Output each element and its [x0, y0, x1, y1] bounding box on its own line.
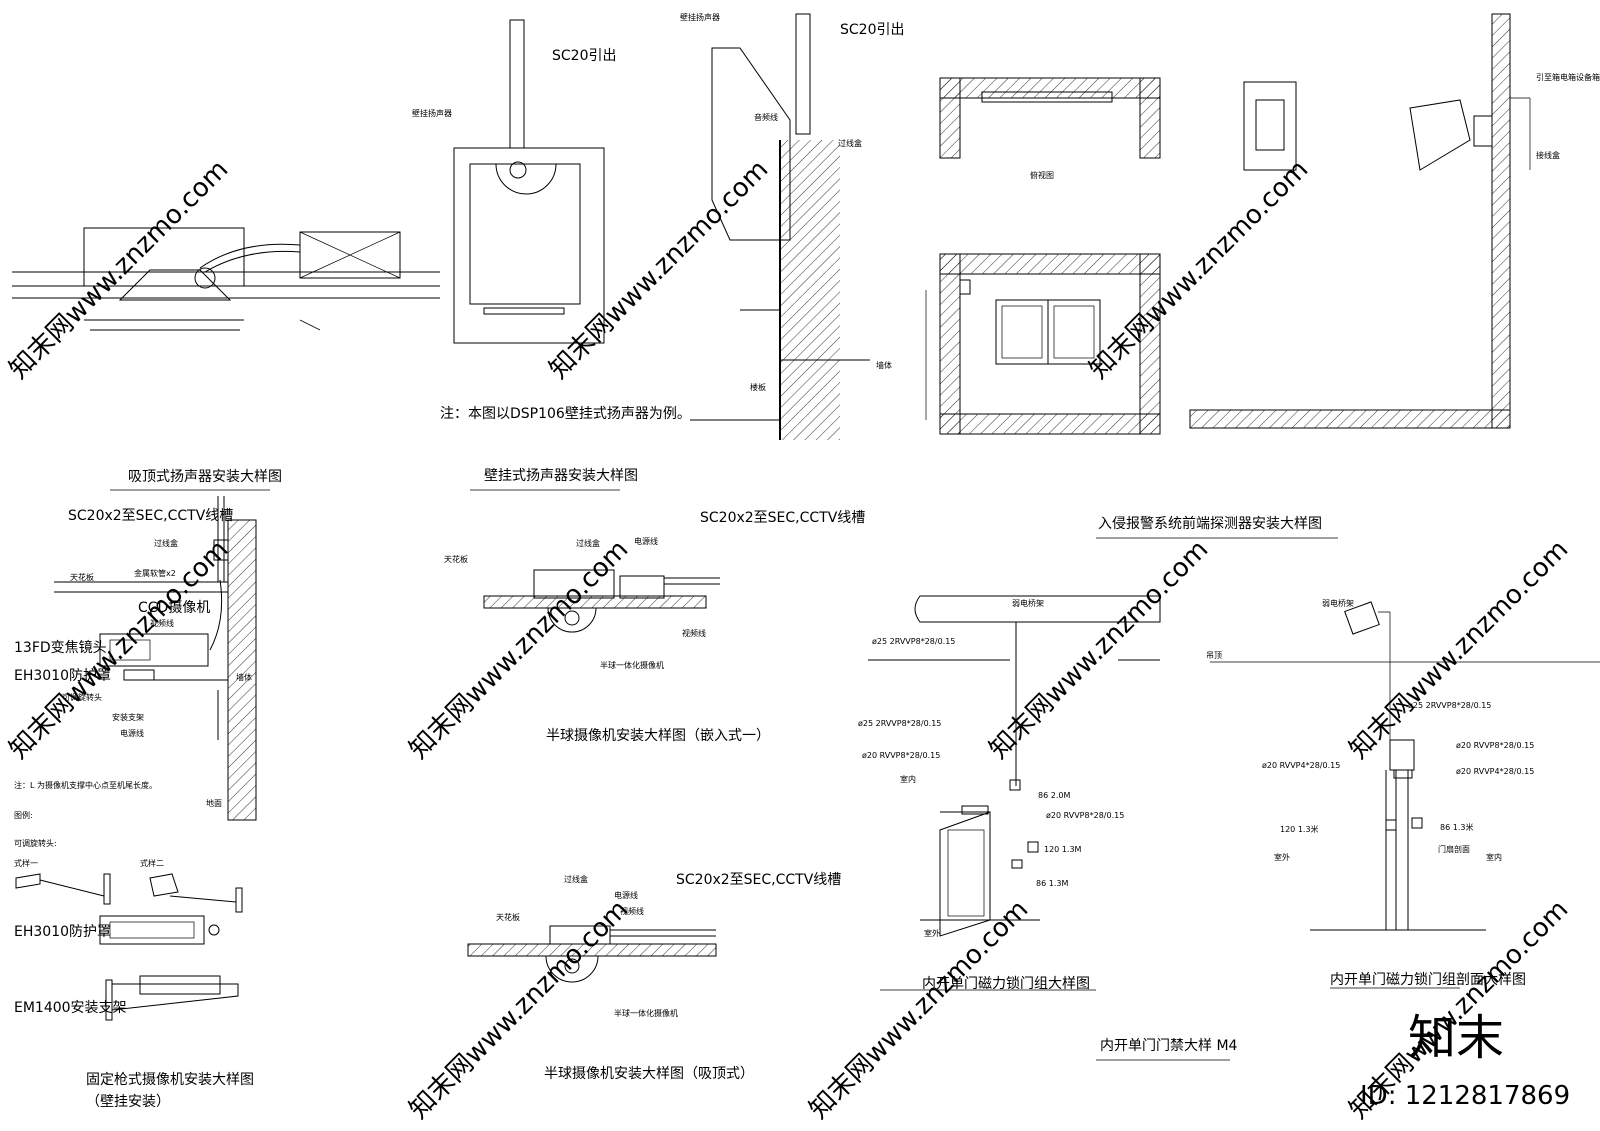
label-eh3010: EH3010防护罩: [14, 924, 111, 940]
label-leads-to-box: 引至箱电箱设备箱: [1536, 72, 1600, 82]
title-door-elevation: 内开单门磁力锁门组大样图: [922, 976, 1090, 992]
label-video-line-dome2: 视频线: [620, 906, 644, 916]
cable-c10: ø20 RVVP4*28/0.15: [1262, 761, 1340, 770]
label-style-2: 式样二: [140, 858, 164, 868]
camera-legend-symbols: [15, 873, 243, 1021]
watermark: 知末网www.znzmo.com: [544, 154, 775, 385]
label-outdoor-2: 室外: [1274, 852, 1290, 862]
brand-logo: 知末: [1408, 1010, 1504, 1066]
intrusion-plan-window: [925, 253, 1161, 435]
title-intrusion: 入侵报警系统前端探测器安装大样图: [1098, 515, 1322, 532]
label-sc20-out-side: SC20引出: [840, 22, 904, 38]
label-video-line: 视频线: [150, 618, 174, 628]
label-mount-bracket: 安装支架: [112, 712, 144, 722]
cable-c4: ø20 RVVP8*28/0.15: [1046, 811, 1124, 820]
label-junction-box-dome2: 过线盒: [564, 874, 588, 884]
cable-c5: 86 2.0M: [1038, 791, 1070, 800]
label-style-1: 式样一: [14, 858, 38, 868]
label-video-line-dome1: 视频线: [682, 628, 706, 638]
label-ceiling-dome1: 天花板: [444, 554, 468, 564]
label-floor: 楼板: [750, 382, 766, 392]
label-wall-speaker: 壁挂扬声器: [412, 108, 452, 118]
watermark: 知末网www.znzmo.com: [404, 894, 635, 1125]
label-sc20-out: SC20引出: [552, 48, 616, 64]
label-audio-line: 音频线: [754, 112, 778, 122]
label-weak-tray: 弱电桥架: [1012, 598, 1044, 608]
label-ceiling-dome2: 天花板: [496, 912, 520, 922]
cable-c9: ø20 RVVP8*28/0.15: [1456, 741, 1534, 750]
watermark: 知末网www.znzmo.com: [984, 534, 1215, 765]
title-ceiling-speaker: 吸顶式扬声器安装大样图: [128, 469, 282, 485]
label-dome-camera-1: 半球一体化摄像机: [600, 660, 664, 670]
label-plan-view: 俯视图: [1030, 170, 1054, 180]
cable-c6: 120 1.3M: [1044, 845, 1082, 854]
label-ccd-camera: CCD摄像机: [138, 600, 210, 616]
label-ground: 地面: [206, 798, 222, 808]
cable-c12: 86 1.3米: [1440, 822, 1473, 832]
cable-c2: ø25 2RVVP8*28/0.15: [858, 719, 941, 728]
cable-c8: ø25 2RVVP8*28/0.15: [1408, 701, 1491, 710]
label-dome-camera-2: 半球一体化摄像机: [614, 1008, 678, 1018]
label-ceiling-line: 吊顶: [1206, 651, 1222, 660]
dome-camera-surface: [467, 925, 717, 983]
label-connect-line: 接线盒: [1536, 150, 1560, 160]
cable-c1: ø25 2RVVP8*28/0.15: [872, 637, 955, 646]
label-sc20x2-cctv: SC20x2至SEC,CCTV线槽: [68, 508, 233, 524]
label-wall: 墙体: [876, 360, 892, 370]
label-outdoor: 室外: [924, 928, 940, 938]
label-metal-hose: 金属软管x2: [134, 568, 176, 578]
label-door-section: 门扇剖面: [1438, 844, 1470, 854]
title-fixed-camera-2: （壁挂安装）: [86, 1094, 170, 1110]
label-power-line: 电源线: [120, 728, 144, 738]
cable-c11: ø20 RVVP4*28/0.15: [1456, 767, 1534, 776]
label-power-line-dome2: 电源线: [614, 890, 638, 900]
label-ceiling-cam: 天花板: [70, 572, 94, 582]
intrusion-plan-top: [939, 77, 1161, 159]
title-fixed-camera-1: 固定枪式摄像机安装大样图: [86, 1071, 254, 1088]
label-wall-body: 墙体: [236, 672, 252, 682]
label-junction-box: 过线盒: [838, 138, 862, 148]
label-lens-13fd: 13FD变焦镜头: [14, 640, 107, 656]
cable-c3: ø20 RVVP8*28/0.15: [862, 751, 940, 760]
dome-camera-embedded: [483, 569, 720, 633]
door-elevation-detail: [868, 595, 1161, 991]
door-section-detail: [1210, 601, 1600, 989]
wall-speaker-side: [690, 13, 870, 440]
label-wall-speaker-side: 壁挂扬声器: [680, 12, 720, 22]
label-em1400: EM1400安装支架: [14, 1000, 127, 1016]
fixed-camera-detail: [54, 496, 257, 821]
cable-c13: 120 1.3米: [1280, 824, 1319, 834]
cable-c7: 86 1.3M: [1036, 879, 1068, 888]
label-adjustable-rot: 可调旋转头:: [14, 838, 57, 848]
label-junction-box-dome1: 过线盒: [576, 538, 600, 548]
label-sc20x2-cctv-dome1: SC20x2至SEC,CCTV线槽: [700, 510, 865, 526]
title-door-access: 内开单门门禁大样 M4: [1100, 1038, 1238, 1054]
title-dome-embedded: 半球摄像机安装大样图（嵌入式一）: [546, 728, 770, 744]
label-legend: 图例:: [14, 810, 33, 820]
label-indoor: 室内: [900, 774, 916, 784]
label-adjustable-head: 可调旋转头: [62, 692, 102, 702]
title-dome-surface: 半球摄像机安装大样图（吸顶式）: [544, 1066, 754, 1082]
label-junction-box-cam: 过线盒: [154, 538, 178, 548]
title-wall-speaker: 壁挂式扬声器安装大样图: [484, 468, 638, 484]
note-dsp106: 注：本图以DSP106壁挂式扬声器为例。: [440, 406, 691, 422]
wall-speaker-front: [453, 19, 605, 344]
ceiling-speaker-detail: [12, 227, 440, 331]
label-power-line-dome1: 电源线: [634, 536, 658, 546]
label-sc20x2-cctv-dome2: SC20x2至SEC,CCTV线槽: [676, 872, 841, 888]
intrusion-detector-elevation: [1189, 13, 1531, 429]
watermark: 知末网www.znzmo.com: [1344, 534, 1575, 765]
watermark: 知末网www.znzmo.com: [804, 894, 1035, 1125]
label-eh3010-cover: EH3010防护罩: [14, 668, 111, 684]
note-l: 注：L 为摄像机支撑中心点至机尾长度。: [14, 780, 157, 790]
title-door-section: 内开单门磁力锁门组剖面大样图: [1330, 972, 1526, 988]
image-id: ID: 1212817869: [1360, 1081, 1570, 1111]
label-weak-tray-2: 弱电桥架: [1322, 598, 1354, 608]
label-indoor-2: 室内: [1486, 852, 1502, 862]
